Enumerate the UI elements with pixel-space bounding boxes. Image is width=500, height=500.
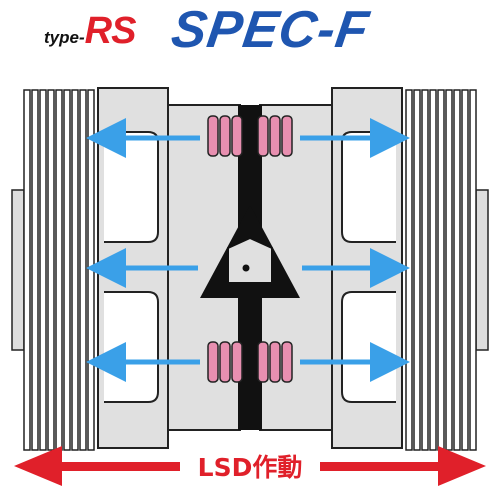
logo: type- RS SPEC-F [0, 0, 500, 70]
cam-pinion-shaft [200, 105, 300, 430]
rs-mark: RS [84, 10, 137, 52]
force-arrows [86, 118, 410, 382]
left-clutch-plates [11, 89, 95, 451]
spec-f-logo: SPEC-F [167, 1, 373, 59]
top-spring [207, 115, 293, 157]
type-prefix: type- [44, 28, 85, 47]
bottom-spring [207, 341, 293, 383]
lsd-operation-label: LSD作動 [180, 448, 320, 484]
type-rs-logo: type- RS [44, 10, 137, 60]
lsd-cross-section-diagram [0, 70, 500, 500]
right-clutch-plates [405, 89, 489, 451]
